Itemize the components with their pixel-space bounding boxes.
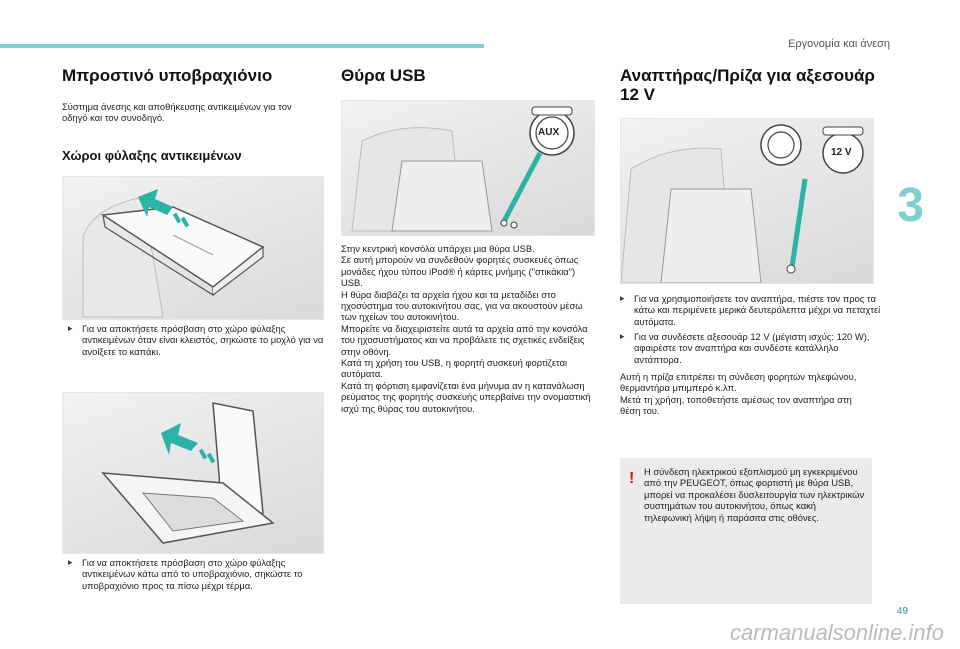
- page-number: 49: [896, 606, 908, 617]
- socket-title: Αναπτήρας/Πρίζα για αξεσουάρ 12 V: [620, 66, 875, 104]
- usb-console-photo: AUX: [341, 100, 595, 236]
- lift-arrow-icon: [138, 189, 173, 217]
- socket-body: Αυτή η πρίζα επιτρέπει τη σύνδεση φορητώ…: [620, 371, 857, 417]
- armrest-open-photo: [62, 392, 324, 554]
- warning-box: ! Η σύνδεση ηλεκτρικού εξοπλισμού μη εγκ…: [620, 458, 872, 604]
- lift-arrow-icon: [161, 423, 198, 455]
- warning-text: Η σύνδεση ηλεκτρικού εξοπλισμού μη εγκεκ…: [644, 466, 865, 523]
- armrest-closed-photo: [62, 176, 324, 320]
- armrest-bullet-2: Για να αποκτήσετε πρόσβαση στο χώρο φύλα…: [68, 557, 332, 591]
- socket-bullet-2: Για να συνδέσετε αξεσουάρ 12 V (μέγιστη …: [620, 331, 888, 365]
- storage-subtitle: Χώροι φύλαξης αντικειμένων: [62, 148, 242, 163]
- aux-label: AUX: [538, 127, 560, 138]
- section-title: Εργονομία και άνεση: [788, 38, 890, 50]
- pointer-line-icon: [499, 151, 543, 227]
- warning-icon: !: [629, 470, 635, 487]
- pointer-line-icon: [789, 178, 808, 268]
- armrest-title: Μπροστινό υποβραχιόνιο: [62, 66, 273, 85]
- socket-bullet-1: Για να χρησιμοποιήσετε τον αναπτήρα, πιέ…: [620, 293, 888, 327]
- chapter-number: 3: [897, 179, 924, 232]
- watermark: carmanualsonline.info: [729, 620, 944, 645]
- usb-title: Θύρα USB: [341, 66, 426, 85]
- socket-console-photo: 12 V: [620, 118, 874, 284]
- usb-body: Στην κεντρική κονσόλα υπάρχει μια θύρα U…: [341, 243, 591, 414]
- armrest-intro: Σύστημα άνεσης και αποθήκευσης αντικειμέ…: [62, 101, 292, 124]
- twelve-volt-label: 12 V: [831, 147, 852, 158]
- armrest-bullet-1: Για να αποκτήσετε πρόσβαση στο χώρο φύλα…: [68, 323, 324, 357]
- header-accent-bar: [0, 44, 484, 48]
